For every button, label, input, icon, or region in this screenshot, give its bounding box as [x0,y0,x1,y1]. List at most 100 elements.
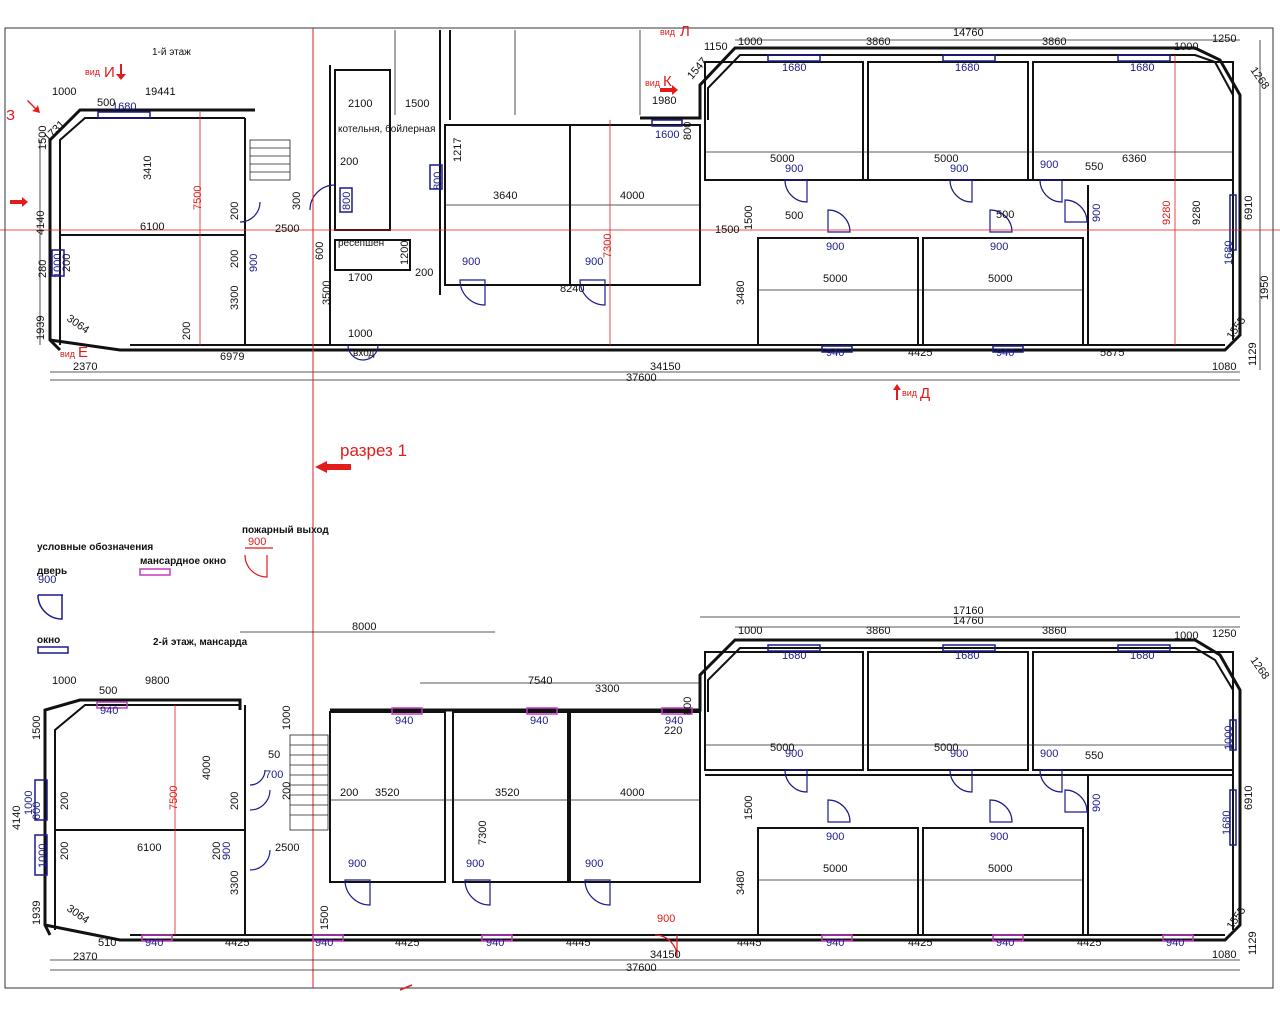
floor2-room [329,711,446,883]
view-arrow [893,384,901,400]
section-arrow [315,461,351,473]
floor1-inner-left [59,117,245,345]
svg-text:1200: 1200 [399,241,411,265]
svg-text:1000: 1000 [738,625,762,637]
svg-text:500: 500 [99,685,117,697]
floor2-roof-windows [96,701,1194,942]
svg-text:550: 550 [1085,750,1103,762]
svg-text:4425: 4425 [395,937,419,949]
floor1-windows [51,54,1237,353]
svg-text:1000: 1000 [738,36,762,48]
svg-text:940: 940 [486,937,504,949]
svg-text:1700: 1700 [348,272,372,284]
svg-text:200: 200 [229,250,241,268]
floor2-room [1032,651,1234,771]
svg-text:300: 300 [291,192,303,210]
floor1-room [867,61,1029,181]
svg-text:1000: 1000 [23,791,35,815]
svg-text:900: 900 [990,831,1008,843]
floor1-room [922,237,1084,346]
view-word: вид [660,27,676,37]
svg-text:940: 940 [826,347,844,359]
svg-text:940: 940 [315,937,333,949]
floor2-stairs [289,734,329,831]
floor2-plan: 2-й этаж, мансарда [11,605,1272,991]
svg-text:800: 800 [682,697,694,715]
svg-text:900: 900 [785,163,803,175]
svg-text:1680: 1680 [1130,62,1154,74]
legend-door-dim: 900 [38,574,56,586]
svg-text:2500: 2500 [275,842,299,854]
svg-text:5000: 5000 [770,153,794,165]
svg-text:3860: 3860 [1042,625,1066,637]
svg-text:4445: 4445 [737,937,761,949]
svg-text:6910: 6910 [1243,786,1255,810]
svg-text:37600: 37600 [626,962,657,974]
view-arrow [116,64,126,80]
svg-text:200: 200 [181,322,193,340]
svg-text:4425: 4425 [225,937,249,949]
svg-text:200: 200 [340,787,358,799]
view-arrow [10,197,28,207]
svg-text:900: 900 [826,831,844,843]
fire-exit-door [654,934,678,958]
svg-text:1500: 1500 [715,224,739,236]
svg-text:940: 940 [145,937,163,949]
floor1-room [757,237,919,346]
svg-text:800: 800 [341,192,353,210]
svg-text:3300: 3300 [595,683,619,695]
svg-text:1000: 1000 [37,844,49,868]
svg-text:1500: 1500 [319,906,331,930]
floor1-doors [239,179,1088,361]
svg-text:3860: 3860 [866,625,890,637]
svg-text:200: 200 [211,842,223,860]
svg-text:1268: 1268 [1248,655,1272,682]
svg-text:600: 600 [31,802,43,820]
svg-text:940: 940 [395,715,413,727]
svg-text:4000: 4000 [620,190,644,202]
floor1-room [1032,61,1234,181]
svg-text:6100: 6100 [140,221,164,233]
legend-window: окно [37,635,60,646]
svg-text:3860: 3860 [866,36,890,48]
svg-text:1555: 1555 [1225,315,1249,342]
svg-text:200: 200 [281,782,293,800]
svg-text:700: 700 [265,769,283,781]
svg-text:6979: 6979 [220,351,244,363]
svg-text:5000: 5000 [934,153,958,165]
svg-text:1500: 1500 [37,126,49,150]
svg-text:900: 900 [248,254,260,272]
svg-text:9280: 9280 [1161,201,1173,225]
svg-text:3520: 3520 [495,787,519,799]
svg-text:1150: 1150 [704,41,728,53]
section-mark: разрез 1 [312,28,407,988]
svg-text:5000: 5000 [823,273,847,285]
svg-text:1000: 1000 [348,328,372,340]
floor2-inner-wall [54,704,240,930]
svg-text:940: 940 [100,705,118,717]
svg-text:1680: 1680 [955,62,979,74]
svg-text:1555: 1555 [1225,905,1249,932]
legend-roof-window-symbol [139,568,171,576]
svg-text:5000: 5000 [823,863,847,875]
svg-text:37600: 37600 [626,372,657,384]
legend-door-symbol [37,594,63,620]
floor1-left-wall [48,108,255,352]
svg-text:510: 510 [98,937,116,949]
svg-text:50: 50 [268,749,280,761]
floor1-inner-right [707,54,1234,340]
legend-window-symbol [37,646,69,654]
floor1-stairs [249,139,291,181]
svg-text:1680: 1680 [955,650,979,662]
floor2-room [922,827,1084,936]
svg-text:9800: 9800 [145,675,169,687]
view-marker-L: Л [680,23,690,40]
svg-text:800: 800 [432,172,444,190]
drawing-frame [4,27,1274,989]
svg-text:2500: 2500 [275,223,299,235]
svg-text:34150: 34150 [650,361,681,373]
svg-text:940: 940 [1166,937,1184,949]
svg-text:17160: 17160 [953,605,984,617]
floor2-room [867,651,1029,771]
svg-text:900: 900 [990,241,1008,253]
